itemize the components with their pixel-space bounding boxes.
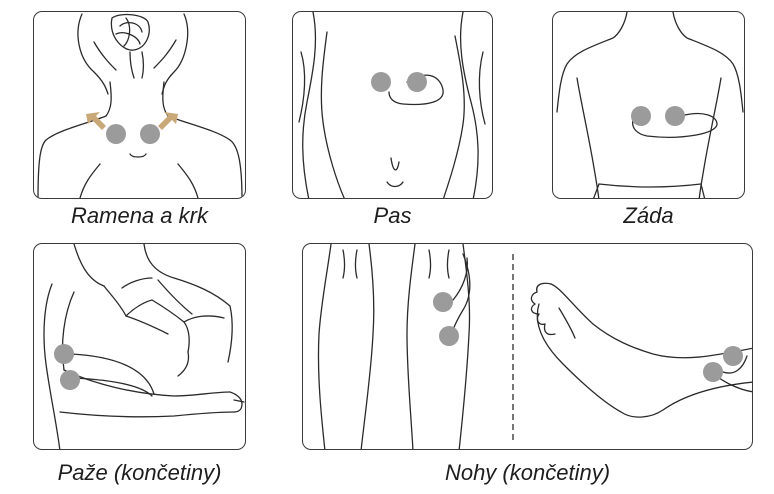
electrode-pad — [106, 124, 126, 144]
arrow-up-left-icon — [86, 112, 106, 130]
electrode-pad — [439, 326, 459, 346]
caption-back: Záda — [552, 203, 745, 229]
panel-back — [552, 11, 745, 199]
electrode-pad — [703, 362, 723, 382]
back-illustration — [553, 12, 745, 199]
caption-legs: Nohy (končetiny) — [302, 460, 753, 486]
arrow-up-right-icon — [158, 112, 178, 130]
electrode-pad — [407, 72, 427, 92]
legs-illustration — [303, 244, 753, 450]
arm-illustration — [34, 244, 246, 450]
panel-waist — [292, 11, 493, 199]
caption-waist: Pas — [292, 203, 493, 229]
panel-arm — [33, 243, 246, 450]
caption-neck: Ramena a krk — [33, 203, 246, 229]
panel-neck — [33, 11, 246, 199]
waist-illustration — [293, 12, 493, 199]
electrode-pad — [665, 106, 685, 126]
electrode-pad — [60, 370, 80, 390]
electrode-pad — [54, 344, 74, 364]
caption-arm: Paže (končetiny) — [33, 460, 246, 486]
electrode-pad — [631, 106, 651, 126]
neck-illustration — [34, 12, 246, 199]
electrode-pad — [371, 72, 391, 92]
electrode-pad — [433, 292, 453, 312]
electrode-pad — [140, 124, 160, 144]
electrode-pad — [723, 346, 743, 366]
panel-legs — [302, 243, 753, 450]
